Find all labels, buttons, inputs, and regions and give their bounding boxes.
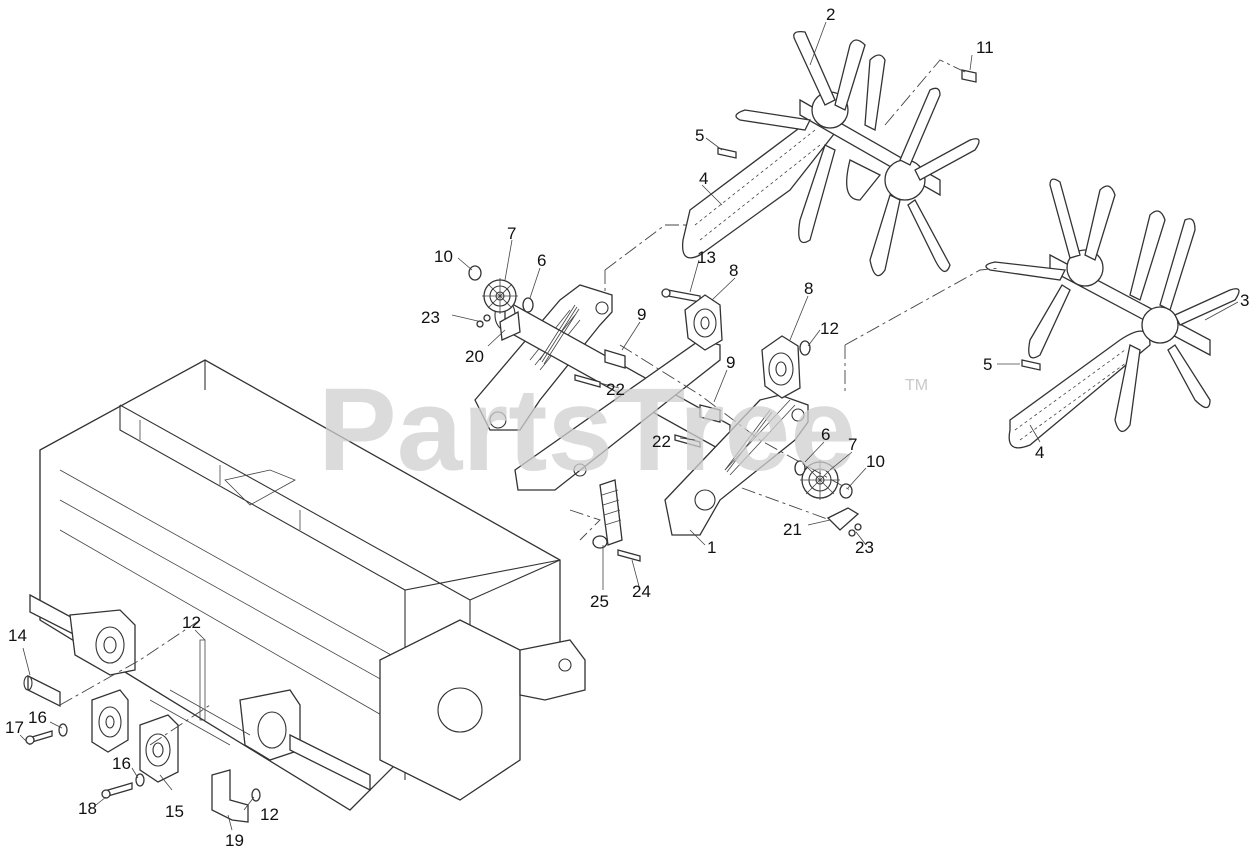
callout-3: 3 (1240, 291, 1249, 310)
callout-22: 22 (652, 432, 671, 451)
flange-bearing-15 (139, 714, 179, 783)
assembly-lines (569, 59, 1001, 541)
spring-brackets (539, 304, 773, 473)
callout-5: 5 (695, 126, 704, 145)
callout-16: 16 (28, 708, 47, 727)
callout-7: 7 (507, 224, 516, 243)
callout-4: 4 (699, 169, 708, 188)
sprocket-7-left (482, 278, 518, 314)
bracket-19 (211, 769, 249, 823)
callout-23: 23 (421, 308, 440, 327)
callout-18: 18 (78, 799, 97, 818)
callout-12: 12 (182, 613, 201, 632)
callout-10: 10 (866, 452, 885, 471)
bolt-17 (25, 730, 53, 745)
callout-12: 12 (820, 319, 839, 338)
screw-23 (476, 314, 862, 537)
machine-frame (29, 359, 586, 811)
callout-2: 2 (826, 5, 835, 24)
bolt-5-lower (1021, 359, 1041, 371)
callout-9: 9 (637, 305, 646, 324)
nut-12-upper (799, 340, 811, 356)
callout-6: 6 (821, 425, 830, 444)
flange-bearing-left (91, 689, 129, 753)
callout-23: 23 (855, 538, 874, 557)
bearing-pin-14 (23, 674, 61, 708)
bolt-11 (961, 69, 977, 83)
bracket-21 (826, 507, 860, 531)
callout-16: 16 (112, 754, 131, 773)
callout-25: 25 (590, 592, 609, 611)
pin-9 (604, 349, 721, 423)
callout-19: 19 (225, 831, 244, 850)
callouts: 1 2 3 4 4 5 5 6 6 7 7 8 8 9 9 10 10 11 1… (5, 5, 1249, 850)
callout-8: 8 (804, 279, 813, 298)
callout-20: 20 (465, 347, 484, 366)
nut-12-lower (251, 788, 261, 802)
watermark-trademark: TM (905, 377, 928, 394)
washer-16 (58, 723, 145, 787)
bolt-13 (661, 288, 701, 303)
callout-11: 11 (976, 38, 994, 57)
callout-14: 14 (8, 626, 27, 645)
callout-4: 4 (1035, 443, 1044, 462)
drive-chain-lower (1008, 330, 1151, 449)
watermark-text: PartsTree (318, 364, 856, 496)
tine-rotor-2 (735, 31, 980, 277)
callout-10: 10 (434, 247, 453, 266)
callout-17: 17 (5, 718, 24, 737)
callout-8: 8 (729, 261, 738, 280)
callout-5: 5 (983, 355, 992, 374)
tine-rotor-3 (985, 178, 1240, 432)
callout-12: 12 (260, 805, 279, 824)
callout-24: 24 (632, 582, 651, 601)
leader-lines (19, 21, 1239, 831)
callout-9: 9 (726, 353, 735, 372)
callout-22: 22 (606, 380, 625, 399)
callout-13: 13 (697, 248, 716, 267)
washer-6 (522, 297, 806, 476)
callout-7: 7 (848, 435, 857, 454)
swing-arm-right-1 (664, 394, 809, 536)
callout-15: 15 (165, 802, 184, 821)
bolt-5-upper (717, 147, 737, 159)
callout-1: 1 (707, 538, 716, 557)
bearing-8-left (684, 294, 723, 351)
bolt-18 (101, 782, 133, 799)
callout-6: 6 (537, 251, 546, 270)
bearing-8-right (761, 335, 801, 399)
callout-21: 21 (783, 520, 802, 539)
spring-25 (592, 479, 623, 549)
bolt-24 (617, 549, 641, 562)
sprocket-7-right (800, 460, 840, 500)
